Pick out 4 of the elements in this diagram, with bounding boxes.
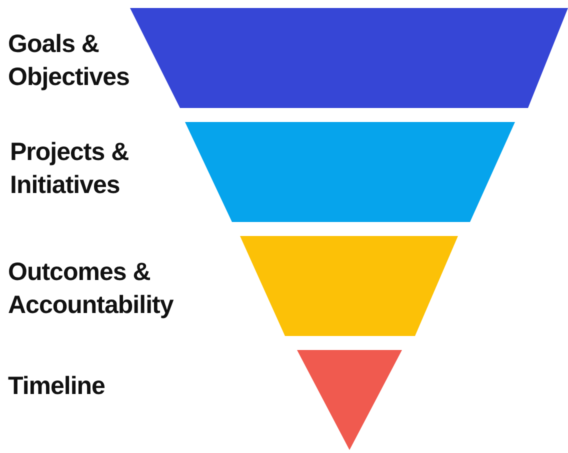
segment-label: Timeline [8, 371, 106, 402]
segment-label: Projects & Initiatives [10, 137, 130, 201]
segment-label: Outcomes & Accountability [8, 257, 174, 321]
segment-label: Goals & Objectives [8, 29, 130, 93]
